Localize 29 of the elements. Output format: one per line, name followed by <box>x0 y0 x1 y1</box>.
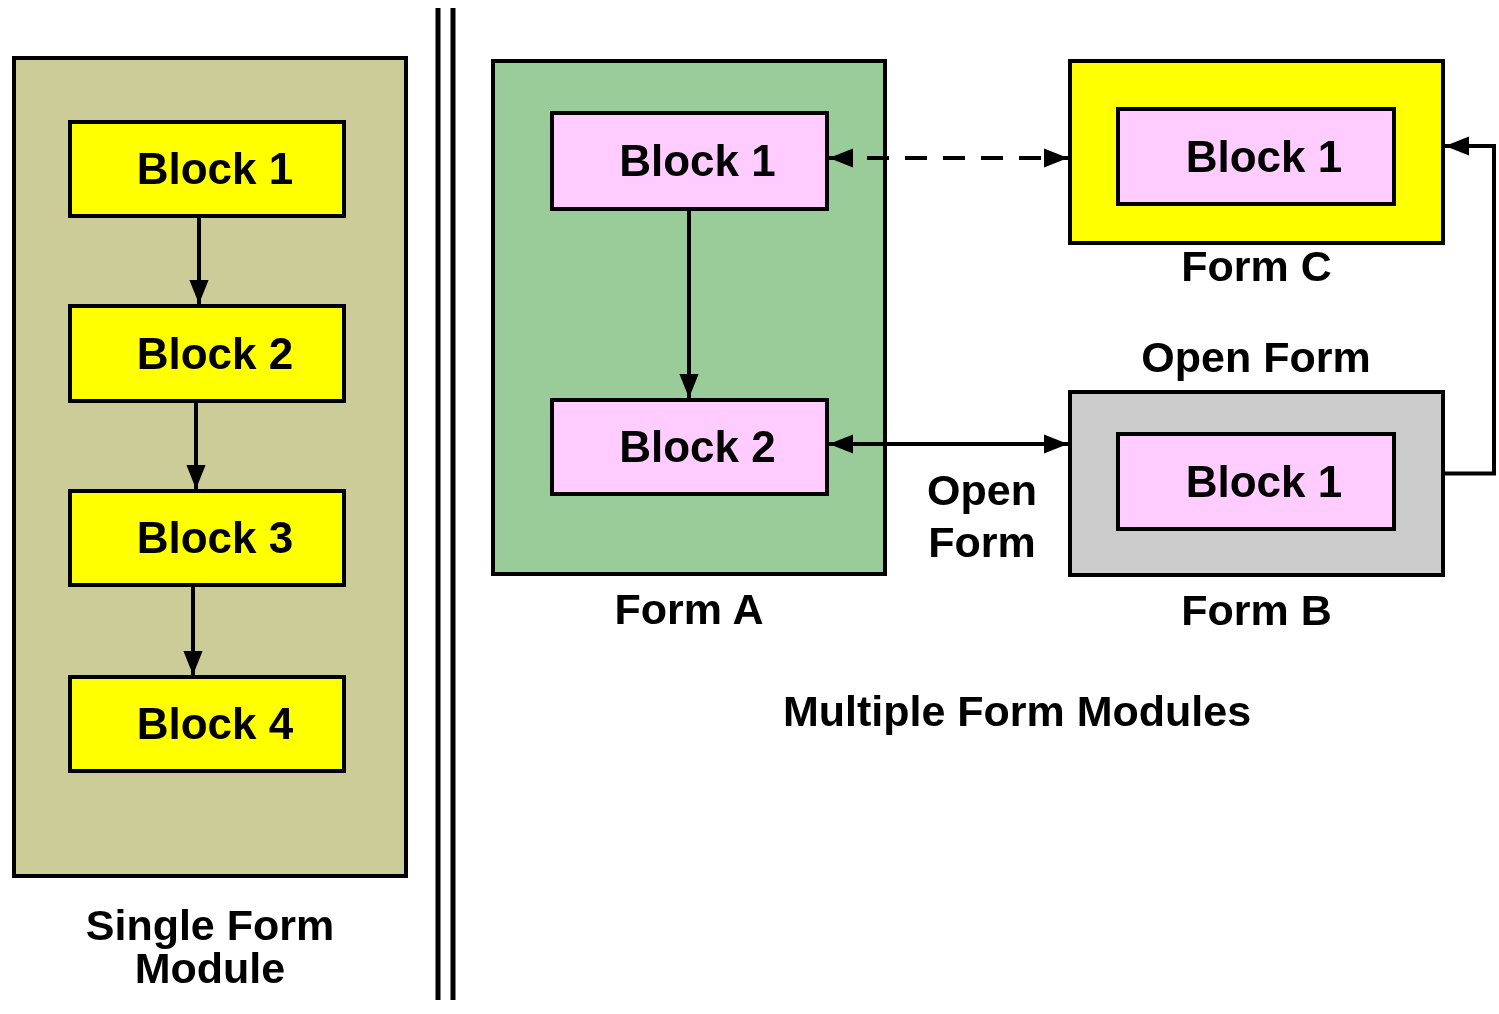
arrow <box>829 434 1068 454</box>
block-label: Block 3 <box>135 516 294 560</box>
section-caption: Multiple Form Modules <box>782 690 1252 733</box>
arrow <box>183 587 203 675</box>
block-label: Block 4 <box>135 702 294 746</box>
form-label: Single Form Module <box>84 904 336 990</box>
block-box <box>1116 107 1396 206</box>
arrow <box>1445 136 1496 476</box>
block-box <box>68 120 346 218</box>
arrow <box>189 218 209 304</box>
arrow <box>829 148 1068 168</box>
connector-label: Open Form <box>1141 336 1371 379</box>
block-box <box>550 111 829 211</box>
block-box <box>68 304 346 403</box>
form-label: Form B <box>1180 589 1333 632</box>
arrow <box>186 403 206 489</box>
block-label: Block 1 <box>618 139 776 183</box>
block-box <box>1116 432 1396 531</box>
block-label: Block 2 <box>618 425 776 469</box>
block-label: Block 2 <box>135 331 294 376</box>
block-box <box>68 489 346 587</box>
form-label: Form A <box>613 588 765 631</box>
block-box <box>550 398 829 496</box>
block-label: Block 1 <box>1184 134 1343 179</box>
block-box <box>68 675 346 773</box>
form-label: Form C <box>1180 245 1333 288</box>
block-label: Block 1 <box>135 147 294 191</box>
arrow <box>679 211 699 398</box>
block-label: Block 1 <box>1184 459 1343 504</box>
